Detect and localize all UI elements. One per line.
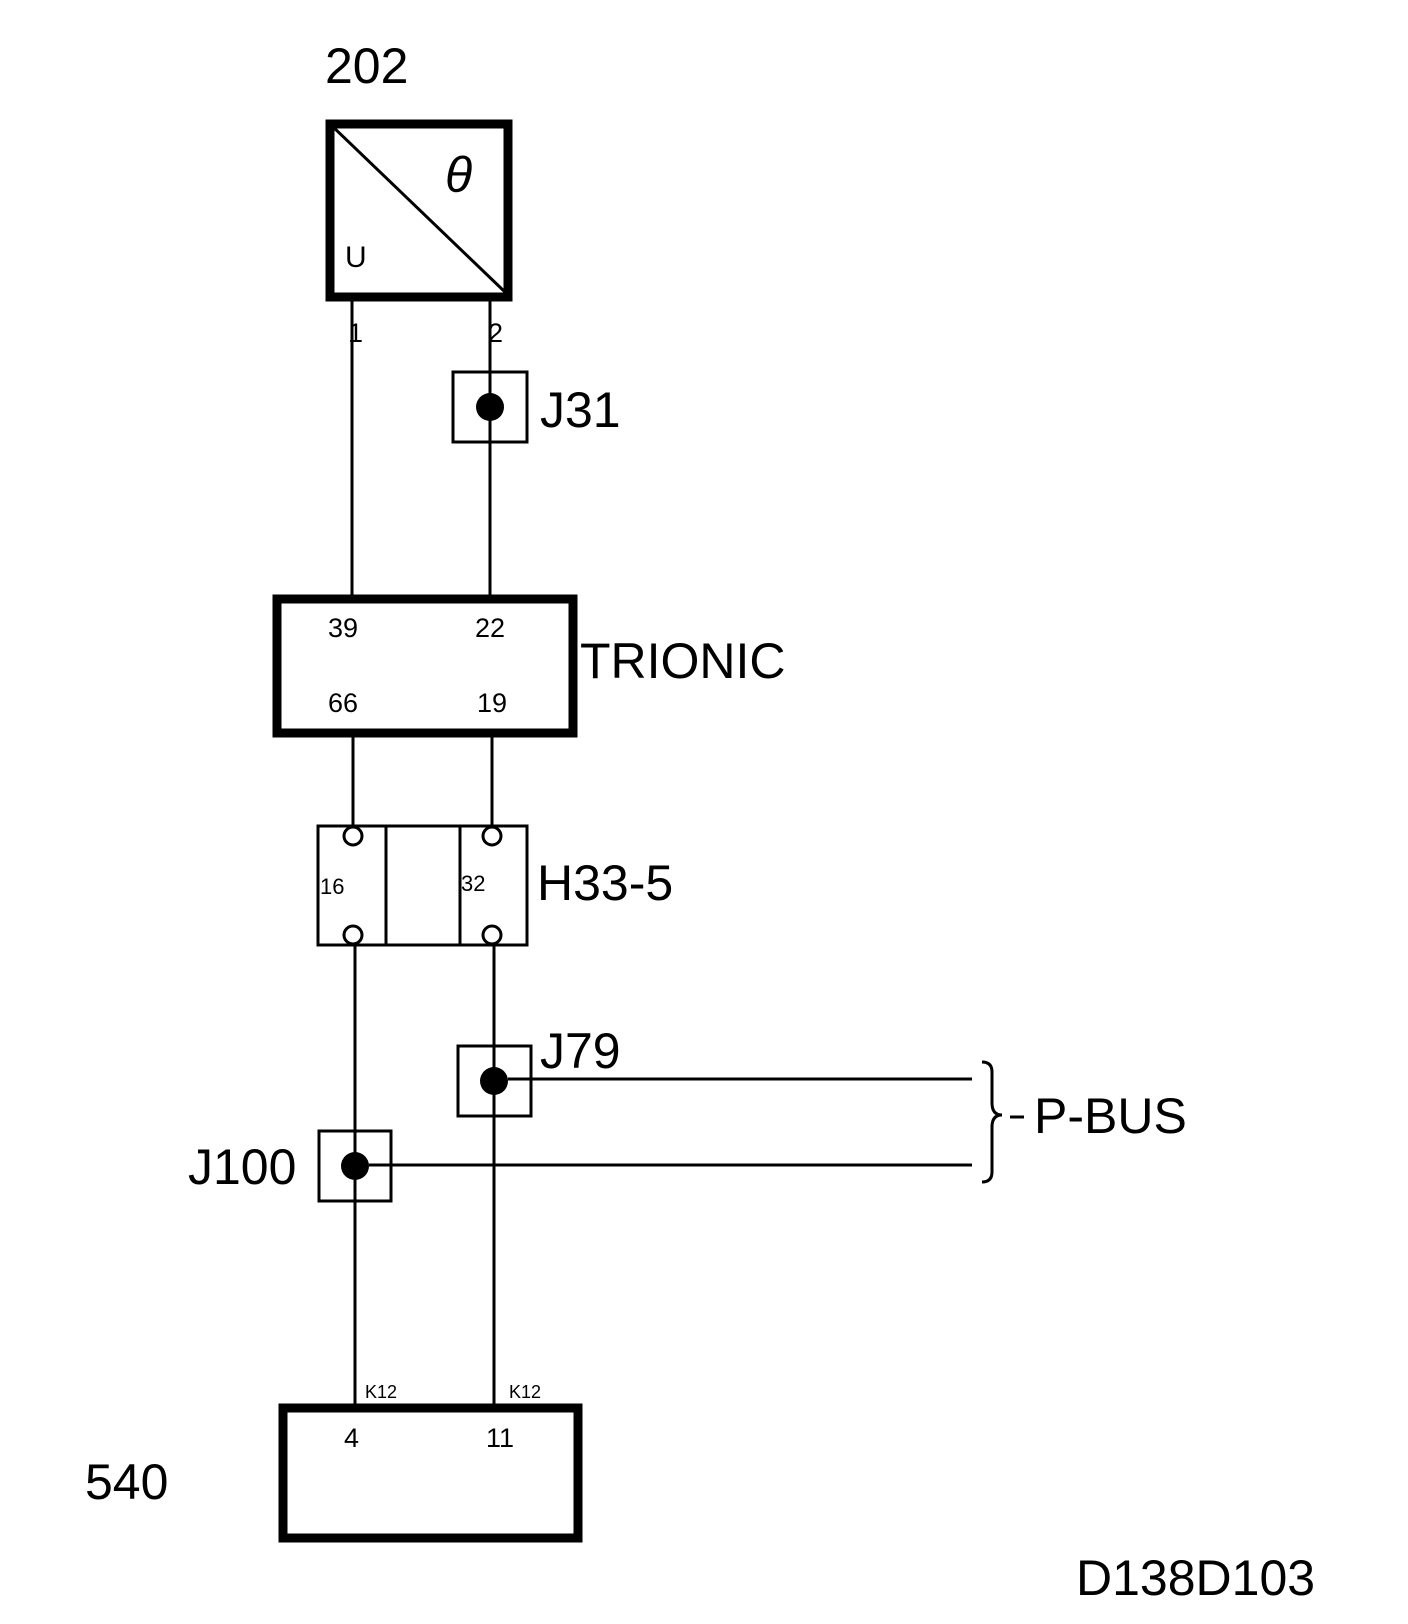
module-ref-label: 540 (85, 1454, 168, 1510)
trionic-ecu (272, 594, 578, 738)
connector-pin-32: 32 (461, 871, 485, 896)
module-540 (278, 1403, 583, 1543)
junction-j79 (456, 1044, 533, 1118)
ecu-pin-66: 66 (328, 688, 358, 718)
junction-j79-label: J79 (540, 1023, 621, 1079)
module-pin-4: 4 (344, 1423, 359, 1453)
ecu-pin-39: 39 (328, 613, 358, 643)
sensor-ref-label: 202 (325, 38, 408, 94)
junction-j100-label: J100 (188, 1139, 296, 1195)
module-conn-left: K12 (365, 1382, 397, 1402)
ecu-label: TRIONIC (580, 633, 786, 689)
drawing-id: D138D103 (1076, 1550, 1315, 1606)
sensor-pin-2: 2 (488, 318, 503, 348)
junction-j31 (451, 370, 529, 444)
ecu-pin-19: 19 (477, 688, 507, 718)
connector-h33-5 (316, 824, 529, 947)
sensor-pin-1: 1 (348, 318, 363, 348)
p-bus-brace (981, 1060, 1003, 1184)
p-bus-label: P-BUS (1034, 1088, 1187, 1144)
theta-symbol: θ (445, 147, 472, 203)
module-pin-11: 11 (486, 1423, 514, 1453)
connector-pin-16: 16 (320, 874, 344, 899)
ecu-pin-22: 22 (475, 613, 505, 643)
voltage-symbol: U (345, 241, 367, 274)
connector-label: H33-5 (537, 855, 673, 911)
module-conn-right: K12 (509, 1382, 541, 1402)
temperature-sensor: θ U (325, 119, 513, 302)
junction-j31-label: J31 (540, 382, 621, 438)
